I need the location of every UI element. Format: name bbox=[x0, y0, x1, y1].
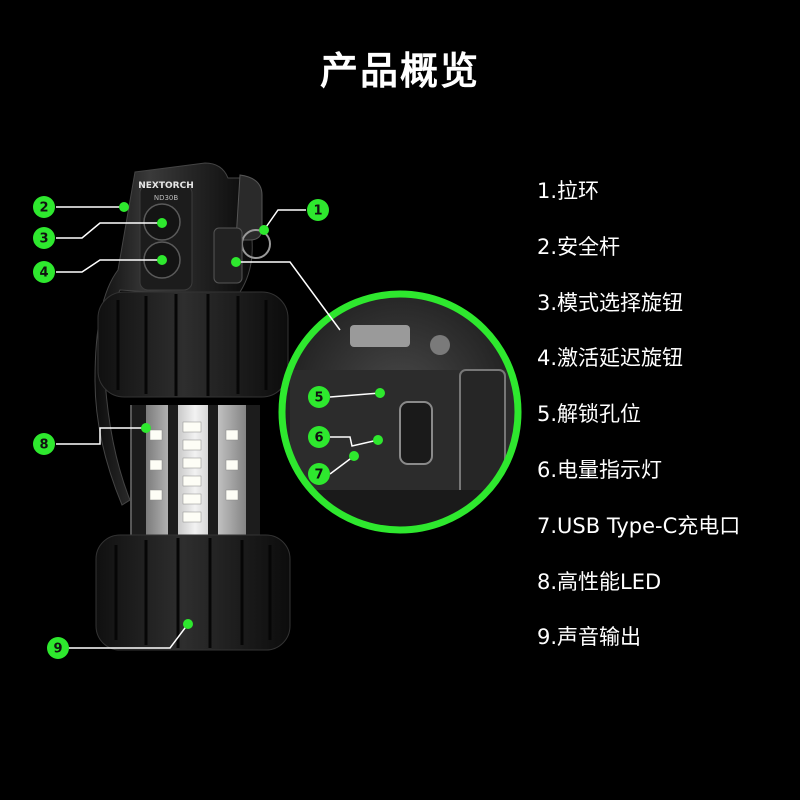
feature-item-battery-indicator: 6.电量指示灯 bbox=[537, 457, 663, 482]
callout-badge-9: 9 bbox=[47, 637, 69, 659]
svg-text:3: 3 bbox=[39, 232, 48, 247]
feature-item-delay-knob: 4.激活延迟旋钮 bbox=[537, 346, 684, 371]
callout-badge-5: 5 bbox=[308, 386, 330, 408]
svg-text:2: 2 bbox=[39, 201, 48, 216]
callout-badge-3: 3 bbox=[33, 227, 55, 249]
callout-badge-4: 4 bbox=[33, 261, 55, 283]
usb-c-port-zoom bbox=[399, 401, 433, 465]
feature-list: 1.拉环 2.安全杆 3.模式选择旋钮 4.激活延迟旋钮 5.解锁孔位 6.电量… bbox=[537, 170, 740, 672]
leader-lines bbox=[56, 206, 381, 649]
zoom-detail bbox=[278, 290, 522, 534]
feature-item-sound-output: 9.声音输出 bbox=[537, 625, 642, 650]
callout-badge-1: 1 bbox=[307, 199, 329, 221]
model-label: ND30B bbox=[154, 194, 179, 202]
feature-item-safety-lever: 2.安全杆 bbox=[537, 234, 621, 259]
feature-item-mode-knob: 3.模式选择旋钮 bbox=[537, 290, 684, 315]
svg-text:7: 7 bbox=[314, 468, 323, 483]
callout-badge-2: 2 bbox=[33, 196, 55, 218]
svg-text:5: 5 bbox=[314, 391, 323, 406]
callout-badge-7: 7 bbox=[308, 463, 330, 485]
feature-item-led: 8.高性能LED bbox=[537, 569, 662, 594]
callout-badge-8: 8 bbox=[33, 433, 55, 455]
usb-cover bbox=[213, 227, 243, 284]
svg-text:6: 6 bbox=[314, 431, 323, 446]
svg-text:9: 9 bbox=[53, 642, 62, 657]
grenade-light-body: NEXTORCH ND30B bbox=[94, 162, 291, 651]
upper-grip bbox=[97, 291, 289, 398]
callout-badge-6: 6 bbox=[308, 426, 330, 448]
svg-text:4: 4 bbox=[39, 266, 48, 281]
feature-item-pull-ring: 1.拉环 bbox=[537, 179, 600, 203]
lower-grip bbox=[95, 534, 291, 651]
svg-text:1: 1 bbox=[313, 204, 322, 219]
brand-logo: NEXTORCH bbox=[138, 181, 193, 191]
feature-item-unlock-hole: 5.解锁孔位 bbox=[537, 402, 642, 427]
feature-item-usb-c-port: 7.USB Type-C充电口 bbox=[537, 513, 741, 538]
page-title: 产品概览 bbox=[319, 49, 480, 93]
callout-dots bbox=[119, 202, 385, 629]
svg-text:8: 8 bbox=[39, 438, 48, 453]
